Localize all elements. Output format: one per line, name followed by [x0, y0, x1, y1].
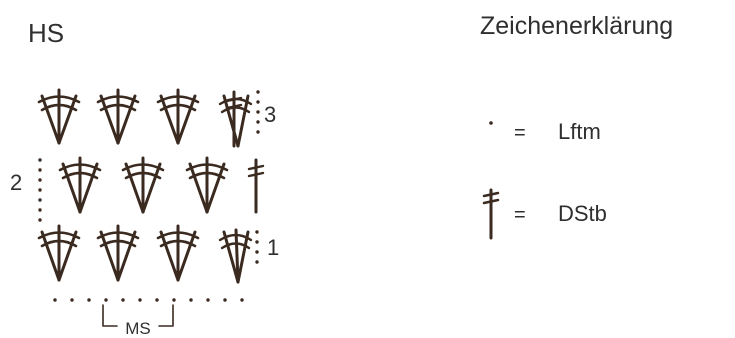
fan-row3-3: [156, 88, 200, 145]
fan-row1-3: [156, 224, 200, 282]
row-number-2: 2: [10, 170, 23, 195]
single-stitches: [225, 90, 265, 214]
lftm-dot-icon: [489, 121, 493, 125]
legend-label-lftm: Lftm: [558, 119, 601, 144]
fan-row2-1: [58, 156, 102, 214]
foundation-chain: [53, 298, 244, 302]
chart-title: HS: [28, 18, 65, 48]
legend-eq-1: =: [514, 122, 526, 144]
dstb-row2-end: [247, 158, 265, 214]
chain-dots: [38, 90, 260, 302]
legend-eq-2: =: [514, 204, 526, 226]
fan-row1-partial: [218, 228, 253, 284]
ms-label: MS: [125, 319, 151, 338]
legend-title: Zeichenerklärung: [480, 12, 674, 40]
dstb-icon: [482, 188, 500, 240]
dstb-row3-end: [225, 90, 243, 148]
fan-row2-3: [185, 156, 229, 214]
fan-row3-2: [96, 88, 140, 145]
chain-dots-row3: [256, 90, 260, 134]
row-number-1: 1: [267, 235, 280, 260]
stitch-fans: [37, 88, 253, 284]
legend-label-dstb: DStb: [558, 201, 607, 226]
fan-row3-1: [37, 88, 81, 145]
row-number-3: 3: [264, 102, 277, 127]
fan-row1-2: [96, 224, 140, 282]
fan-row2-2: [121, 156, 165, 214]
fan-row1-1: [37, 224, 81, 282]
chain-dots-row1: [255, 230, 259, 264]
ms-bracket: [102, 304, 174, 327]
chain-dots-row2: [38, 158, 42, 222]
